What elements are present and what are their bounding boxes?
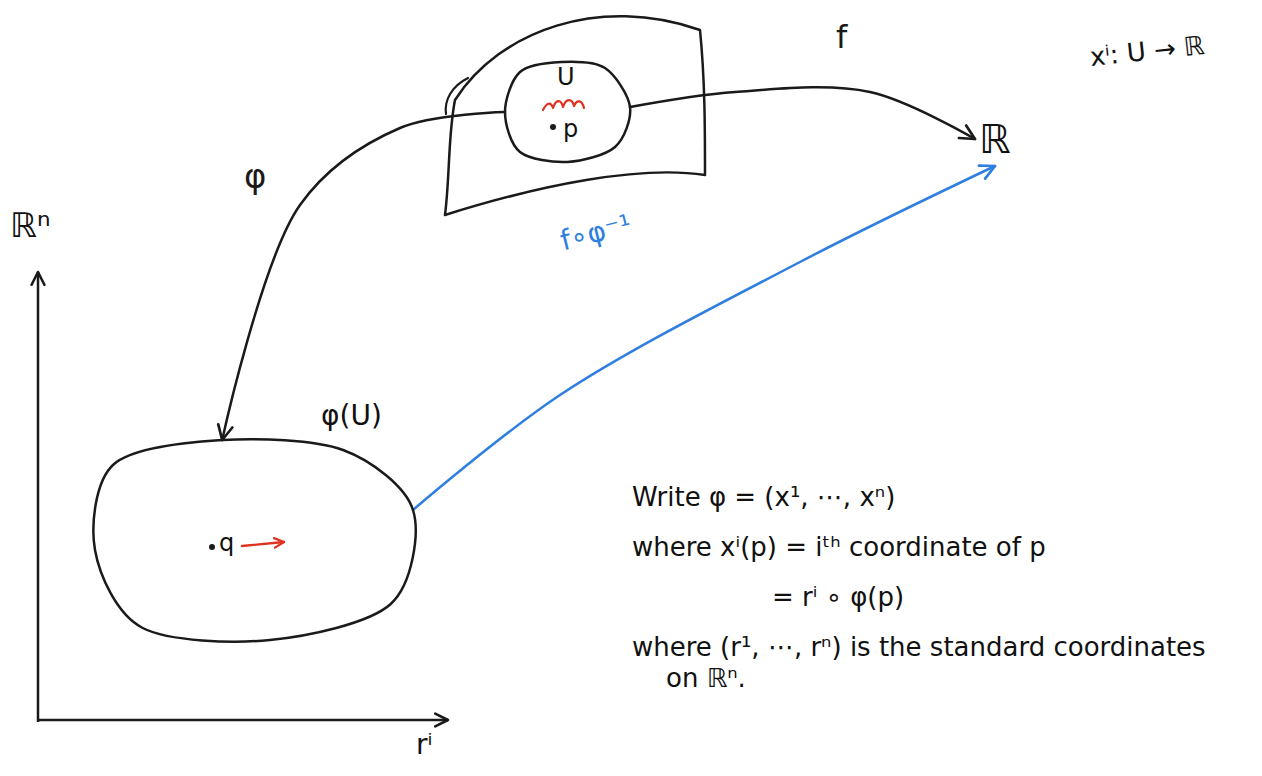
tangent-vector — [242, 542, 284, 546]
axis-label: ℝⁿ — [10, 205, 50, 246]
curve-through-point — [543, 100, 584, 110]
edge-label: f — [836, 18, 847, 56]
composite-arrow — [413, 166, 995, 510]
region-outline-path — [505, 62, 630, 162]
coordinate-function: xⁱ: U → ℝ — [1088, 30, 1206, 73]
horizontal-axis — [38, 719, 448, 722]
region-name: φ(U) — [321, 400, 382, 432]
note-line: where (r¹, ⋯, rⁿ) is the standard coordi… — [632, 632, 1206, 694]
chart-arrow — [222, 112, 505, 440]
note-line: Write φ = (x¹, ⋯, xⁿ) — [632, 482, 895, 513]
axis-label: rⁱ — [416, 728, 433, 762]
point-dot — [550, 124, 556, 130]
image-region: φ(U)q — [95, 440, 413, 640]
edge-label: f∘φ⁻¹ — [557, 208, 635, 258]
region-outline-path — [93, 439, 415, 641]
space-name: ℝ — [979, 116, 1011, 162]
manifold-surface — [445, 16, 705, 215]
region-name: U — [557, 64, 575, 92]
chart-domain: Up — [505, 62, 630, 162]
point-dot — [209, 544, 215, 550]
note-line: where xⁱ(p) = iᵗʰ coordinate of p — [632, 532, 1046, 563]
region-outline — [95, 440, 413, 640]
manifold-fold — [446, 78, 468, 114]
edge-label: φ — [244, 156, 266, 197]
point-name: p — [563, 116, 578, 144]
note-line: = rⁱ ∘ φ(p) — [772, 582, 904, 613]
vertical-axis — [37, 272, 40, 722]
map-arrow — [630, 87, 975, 139]
point-name: q — [219, 530, 234, 558]
codomain-symbol: ℝ — [975, 112, 1015, 166]
